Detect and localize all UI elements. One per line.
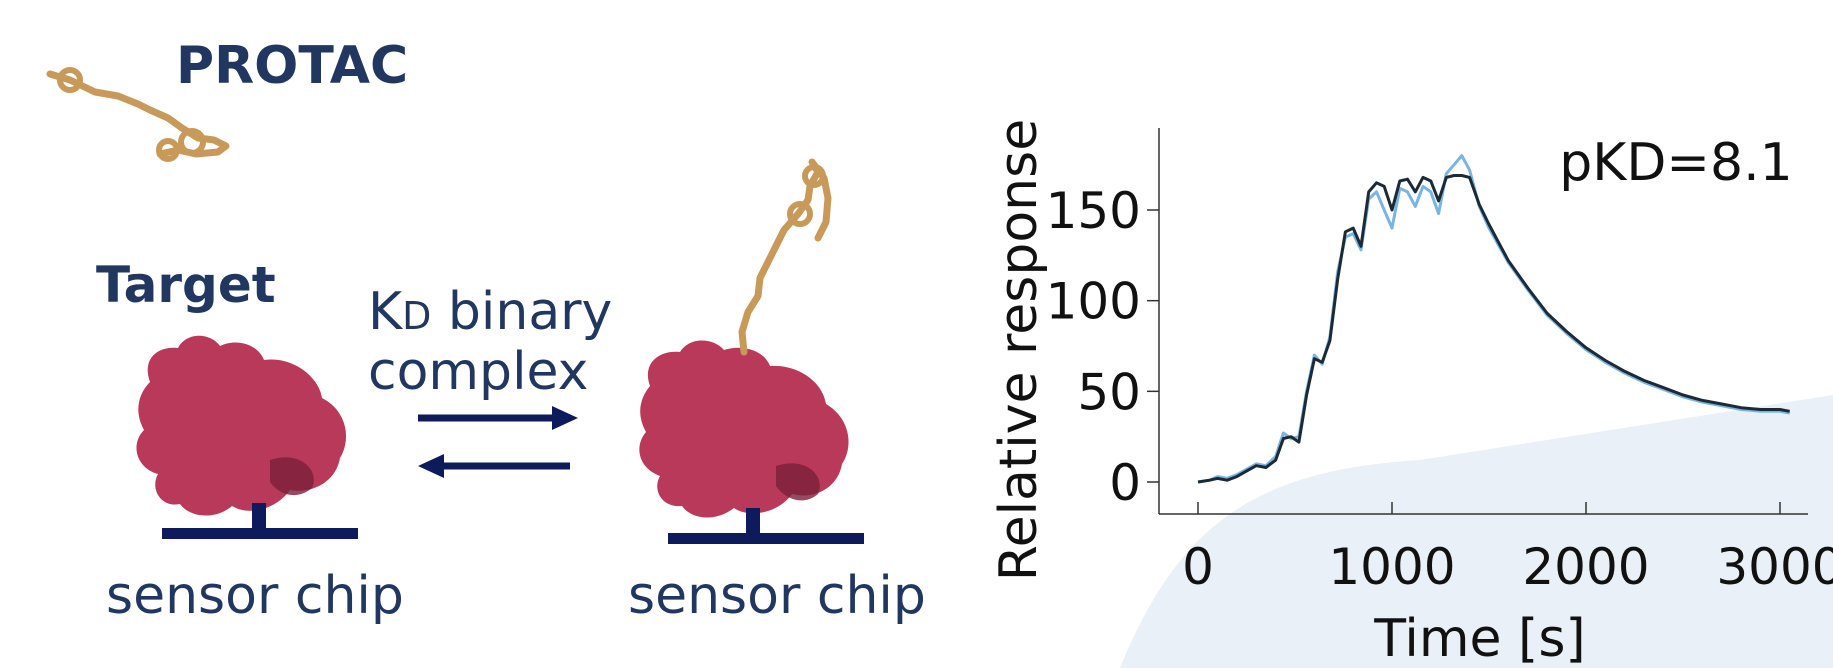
protac-label: PROTAC [176, 36, 409, 96]
target-protein-icon [136, 335, 346, 516]
pkd-annotation: pKD=8.1 [1559, 133, 1792, 193]
kd-complex-label: complex [368, 342, 589, 402]
sensor-chip-label-left: sensor chip [106, 566, 404, 626]
y-tick-label: 100 [1046, 273, 1141, 331]
x-axis-label: Time [s] [1373, 609, 1585, 668]
target-label: Target [96, 256, 276, 314]
sensor-chip-icon [668, 508, 864, 544]
y-tick-label: 50 [1077, 363, 1141, 421]
equilibrium-arrows-icon [418, 406, 578, 478]
y-axis-label: Relative response [989, 119, 1049, 581]
x-tick-label: 2000 [1522, 538, 1649, 596]
y-tick-label: 0 [1109, 454, 1141, 512]
bound-complex-protein-icon [639, 340, 849, 518]
measured-response-line [1197, 154, 1790, 484]
kd-binary-text: binary [431, 282, 613, 342]
x-tick-label: 1000 [1328, 538, 1455, 596]
kd-symbol: K [368, 282, 403, 342]
x-tick-label: 0 [1182, 538, 1214, 596]
kd-binary-label: KD binary [368, 282, 612, 342]
x-tick-label: 3000 [1716, 538, 1833, 596]
sensor-chip-label-right: sensor chip [628, 566, 926, 626]
y-tick-label: 150 [1046, 182, 1141, 240]
bound-protac-molecule-icon [738, 158, 832, 356]
protac-molecule-icon [46, 67, 230, 162]
fit-response-line [1197, 174, 1790, 484]
kd-subscript: D [402, 294, 432, 338]
sensor-chip-icon [162, 503, 358, 539]
